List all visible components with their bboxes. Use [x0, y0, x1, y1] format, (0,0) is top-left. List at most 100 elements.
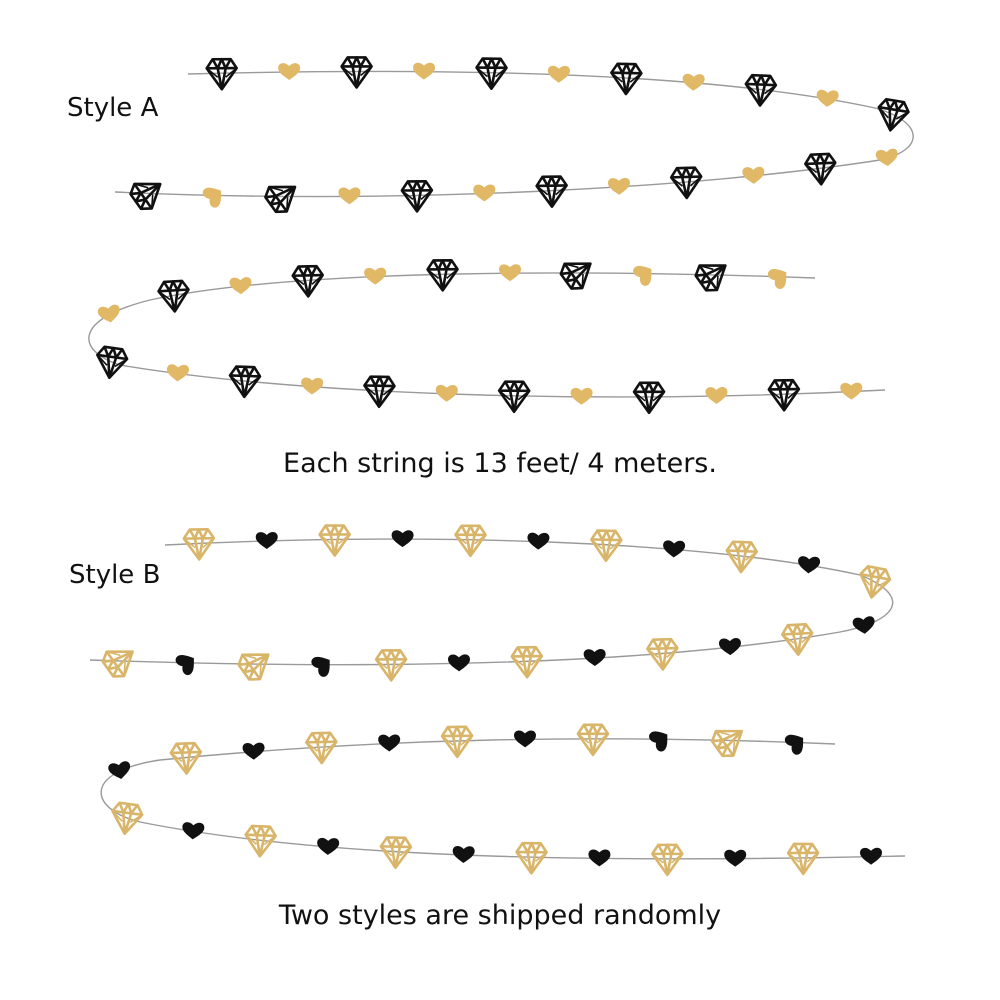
diamond-ornament: [157, 279, 190, 313]
heart-ornament: [570, 387, 593, 405]
diamond-ornament: [510, 645, 544, 679]
heart-ornament: [527, 532, 550, 550]
diamond-ornament: [205, 57, 238, 91]
garland-string: [88, 70, 914, 398]
heart-ornament: [583, 649, 606, 667]
diamond-ornament: [725, 540, 759, 574]
heart-ornament: [724, 849, 747, 867]
diamond-ornament: [305, 731, 338, 765]
diamond-ornament: [340, 56, 373, 89]
heart-ornament: [447, 654, 470, 672]
diamond-ornament: [767, 378, 801, 412]
style-a-label: Style A: [67, 93, 159, 123]
heart-ornament: [875, 148, 898, 167]
heart-ornament: [547, 65, 570, 83]
diamond-ornament: [400, 180, 434, 213]
diamond-ornament: [651, 843, 684, 877]
heart-ornament: [473, 184, 496, 202]
diamond-ornament: [694, 264, 727, 292]
heart-ornament: [513, 730, 536, 748]
heart-ornament: [852, 616, 875, 634]
heart-ornament: [742, 166, 765, 184]
heart-ornament: [182, 822, 205, 840]
heart-ornament: [364, 267, 387, 285]
diamond-ornament: [291, 264, 325, 298]
style-b-label: Style B: [69, 560, 161, 590]
diamond-ornament: [237, 653, 270, 681]
diamond-ornament: [440, 725, 474, 759]
diamond-ornament: [264, 185, 297, 214]
heart-ornament: [301, 377, 324, 395]
heart-ornament: [718, 638, 741, 656]
diamond-ornament: [96, 345, 129, 380]
diamond-ornament: [244, 824, 277, 858]
heart-ornament: [768, 268, 787, 290]
style-a-garland: [88, 56, 914, 415]
diamond-ornament: [169, 741, 203, 775]
diamond-ornament: [559, 262, 592, 290]
diamond-ornament: [129, 182, 162, 211]
diamond-ornament: [182, 527, 216, 561]
diamond-ornament: [590, 529, 623, 563]
heart-ornament: [229, 277, 252, 295]
style-b-garland: [89, 524, 906, 877]
diamond-ornament: [632, 381, 666, 415]
heart-ornament: [682, 73, 705, 91]
heart-ornament: [840, 382, 863, 400]
diamond-ornament: [228, 365, 262, 399]
diamond-ornament: [515, 841, 548, 875]
heart-ornament: [784, 734, 804, 755]
shipping-note-caption: Two styles are shipped randomly: [278, 900, 722, 931]
diamond-ornament: [610, 62, 643, 96]
string-length-caption: Each string is 13 feet/ 4 meters.: [283, 448, 717, 479]
diamond-ornament: [426, 258, 459, 292]
heart-ornament: [705, 387, 728, 404]
diamond-ornament: [646, 637, 679, 671]
heart-ornament: [633, 265, 652, 286]
heart-ornament: [663, 540, 686, 558]
heart-ornament: [649, 731, 668, 752]
heart-ornament: [798, 556, 821, 574]
heart-ornament: [413, 62, 436, 80]
heart-ornament: [242, 742, 265, 760]
diamond-ornament: [475, 57, 508, 90]
heart-ornament: [278, 63, 301, 81]
diamond-ornament: [786, 842, 820, 876]
heart-ornament: [255, 532, 278, 549]
heart-ornament: [435, 384, 458, 402]
heart-ornament: [452, 846, 475, 864]
diamond-ornament: [710, 729, 744, 758]
heart-ornament: [97, 304, 120, 323]
diamond-ornament: [877, 97, 910, 132]
heart-ornament: [338, 187, 361, 205]
heart-ornament: [588, 849, 611, 867]
diamond-ornament: [780, 622, 814, 657]
diamond-ornament: [111, 801, 144, 836]
diamond-ornament: [535, 175, 568, 208]
diamond-ornament: [804, 152, 837, 186]
heart-ornament: [860, 847, 883, 865]
diamond-ornament: [859, 565, 892, 599]
diamond-ornament: [101, 650, 134, 678]
heart-ornament: [816, 89, 839, 107]
heart-ornament: [391, 530, 414, 548]
diamond-ornament: [576, 723, 610, 757]
diamond-ornament: [744, 73, 778, 107]
diamond-ornament: [669, 166, 703, 200]
heart-ornament: [311, 656, 330, 677]
heart-ornament: [607, 177, 630, 195]
heart-ornament: [166, 364, 189, 382]
diamond-ornament: [379, 836, 413, 869]
diamond-ornament: [318, 524, 351, 557]
diamond-ornament: [363, 375, 396, 409]
heart-ornament: [202, 187, 222, 208]
heart-ornament: [378, 734, 401, 752]
heart-ornament: [499, 264, 522, 282]
diamond-ornament: [374, 649, 408, 682]
garland-string: [89, 538, 906, 860]
diamond-ornament: [497, 380, 531, 414]
heart-ornament: [108, 761, 131, 779]
diamond-ornament: [454, 524, 487, 558]
heart-ornament: [317, 837, 340, 855]
